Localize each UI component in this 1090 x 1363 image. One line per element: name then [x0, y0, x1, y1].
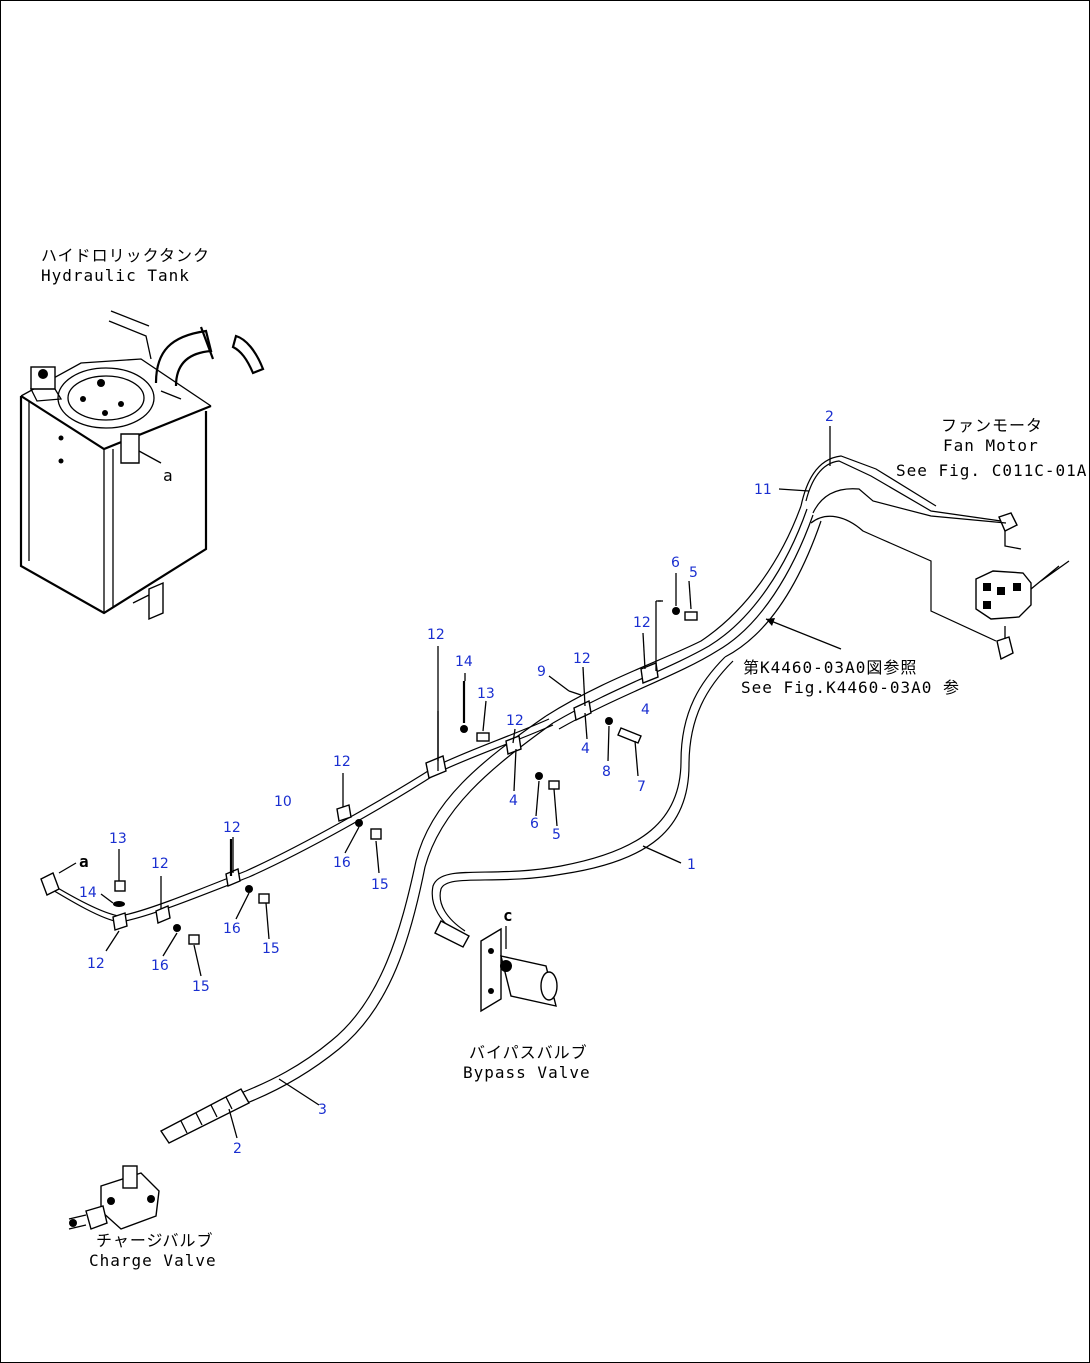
- hydraulic-tank-en: Hydraulic Tank: [41, 266, 190, 285]
- bypass-marker-c: c: [503, 906, 514, 925]
- fan-motor: [975, 512, 1070, 661]
- callout-14-b: 14: [79, 885, 97, 901]
- callout-1: 1: [687, 857, 696, 873]
- bypass-valve: [480, 926, 558, 1013]
- callout-16-a: 16: [333, 855, 351, 871]
- callout-4-a: 4: [641, 702, 650, 718]
- callout-15-a: 15: [371, 877, 389, 893]
- fan-motor-en: Fan Motor: [943, 436, 1039, 455]
- callout-13-a: 13: [477, 686, 495, 702]
- charge-valve-jp: チャージバルブ: [96, 1231, 214, 1250]
- hose-ref-en: See Fig.K4460-03A0 参: [741, 678, 960, 697]
- hose-ref-jp: 第K4460-03A0図参照: [743, 658, 917, 677]
- line-marker-a: a: [58, 852, 90, 874]
- callout-12-h: 12: [87, 956, 105, 972]
- callout-numbers: 1 2 2 3 4 4 4 5 5 6 6 7 8 9 10 11 12 12 …: [79, 409, 834, 1157]
- callout-16-c: 16: [151, 958, 169, 974]
- charge-valve-en: Charge Valve: [89, 1251, 217, 1270]
- fan-motor-label: ファンモータ Fan Motor See Fig. C011C-01A1: [896, 416, 1089, 480]
- callout-5-b: 5: [552, 827, 561, 843]
- callout-11: 11: [754, 482, 772, 498]
- callout-12-b: 12: [573, 651, 591, 667]
- callout-7: 7: [637, 779, 646, 795]
- bypass-valve-en: Bypass Valve: [463, 1063, 591, 1082]
- bypass-valve-jp: バイパスバルブ: [469, 1043, 588, 1062]
- callout-10: 10: [274, 794, 292, 810]
- callout-4-b: 4: [581, 741, 590, 757]
- callout-6-a: 6: [671, 555, 680, 571]
- callout-9: 9: [537, 664, 546, 680]
- callout-16-b: 16: [223, 921, 241, 937]
- hoses: [40, 455, 1007, 1144]
- callout-12-e: 12: [333, 754, 351, 770]
- fan-motor-ref: See Fig. C011C-01A1: [896, 461, 1089, 480]
- callout-2-bottom: 2: [233, 1141, 242, 1157]
- callout-14-a: 14: [455, 654, 473, 670]
- charge-valve-label: チャージバルブ Charge Valve: [89, 1231, 217, 1270]
- callout-2-top: 2: [825, 409, 834, 425]
- hose-ref-label: 第K4460-03A0図参照 See Fig.K4460-03A0 参: [741, 618, 960, 697]
- fan-motor-jp: ファンモータ: [941, 416, 1043, 435]
- callout-13-b: 13: [109, 831, 127, 847]
- hydraulic-tank: [19, 310, 265, 621]
- bypass-valve-label: バイパスバルブ Bypass Valve c: [463, 906, 591, 1082]
- clamps-and-bolts: [112, 600, 698, 945]
- callout-12-a: 12: [427, 627, 445, 643]
- svg-text:a: a: [79, 852, 90, 871]
- tank-marker-a: a: [163, 466, 174, 485]
- hydraulic-tank-label: ハイドロリックタンク Hydraulic Tank a: [41, 246, 210, 485]
- callout-15-b: 15: [262, 941, 280, 957]
- callout-12-d: 12: [506, 713, 524, 729]
- leader-lines: [100, 426, 831, 1139]
- callout-12-c: 12: [633, 615, 651, 631]
- callout-12-g: 12: [151, 856, 169, 872]
- callout-5-a: 5: [689, 565, 698, 581]
- callout-4-c: 4: [509, 793, 518, 809]
- callout-15-c: 15: [192, 979, 210, 995]
- callout-3: 3: [318, 1102, 327, 1118]
- hydraulic-tank-jp: ハイドロリックタンク: [41, 246, 210, 265]
- charge-valve: [68, 1165, 160, 1230]
- callout-6-b: 6: [530, 816, 539, 832]
- callout-8: 8: [602, 764, 611, 780]
- callout-12-f: 12: [223, 820, 241, 836]
